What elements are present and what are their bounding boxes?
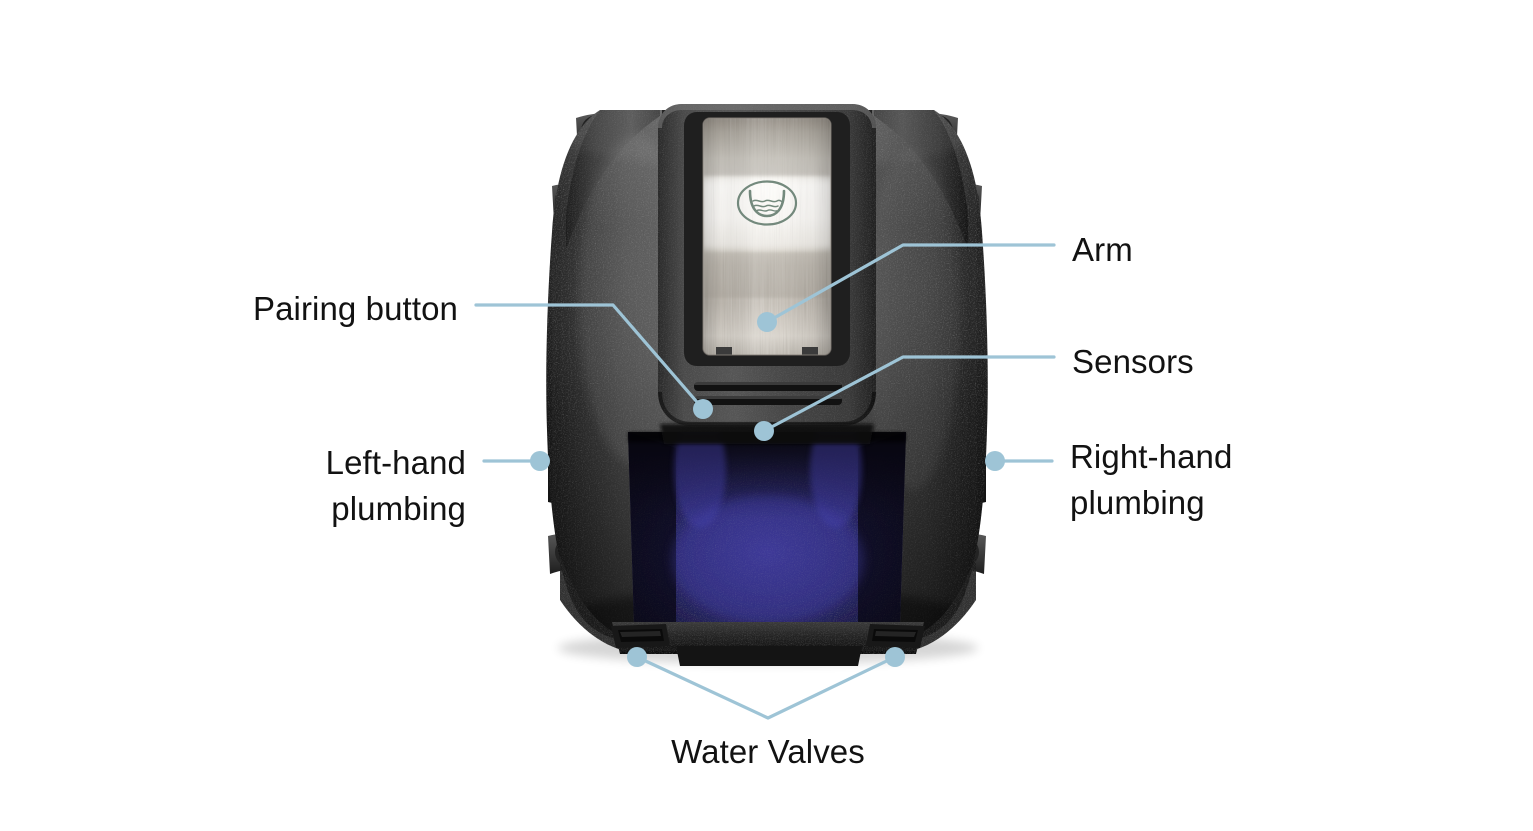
water-valve-left xyxy=(611,624,670,648)
dot-water-valve-left xyxy=(627,647,647,667)
leader-line-sensors xyxy=(762,355,1056,433)
callout-label-right-hand-plumbing: Right-hand plumbing xyxy=(1070,438,1233,521)
callout-label-left-hand-plumbing: Left-hand plumbing xyxy=(325,444,466,527)
device-graphic xyxy=(546,104,988,666)
callout-dots xyxy=(530,312,1005,667)
dot-right-hand-plumbing xyxy=(985,451,1005,471)
arm-metal-face xyxy=(702,117,832,356)
dot-water-valve-right xyxy=(885,647,905,667)
callout-label-water-valves: Water Valves xyxy=(671,733,865,770)
callout-label-sensors: Sensors xyxy=(1072,343,1194,380)
dot-arm xyxy=(757,312,777,332)
leader-line-arm xyxy=(765,243,1056,324)
water-valve-right xyxy=(866,624,925,648)
dot-left-hand-plumbing xyxy=(530,451,550,471)
dot-pairing-button xyxy=(693,399,713,419)
water-wave-oval-logo xyxy=(736,180,798,226)
callout-leader-lines xyxy=(474,243,1056,720)
leader-line-pairing-button xyxy=(474,303,705,411)
callout-label-arm: Arm xyxy=(1072,231,1133,268)
device-interior-cavity xyxy=(628,432,906,626)
leader-line-water-valves xyxy=(635,655,897,720)
dot-sensors xyxy=(754,421,774,441)
pairing-button[interactable] xyxy=(694,382,842,405)
callout-label-pairing-button: Pairing button xyxy=(252,290,458,327)
water-valve-assembly xyxy=(611,622,925,666)
